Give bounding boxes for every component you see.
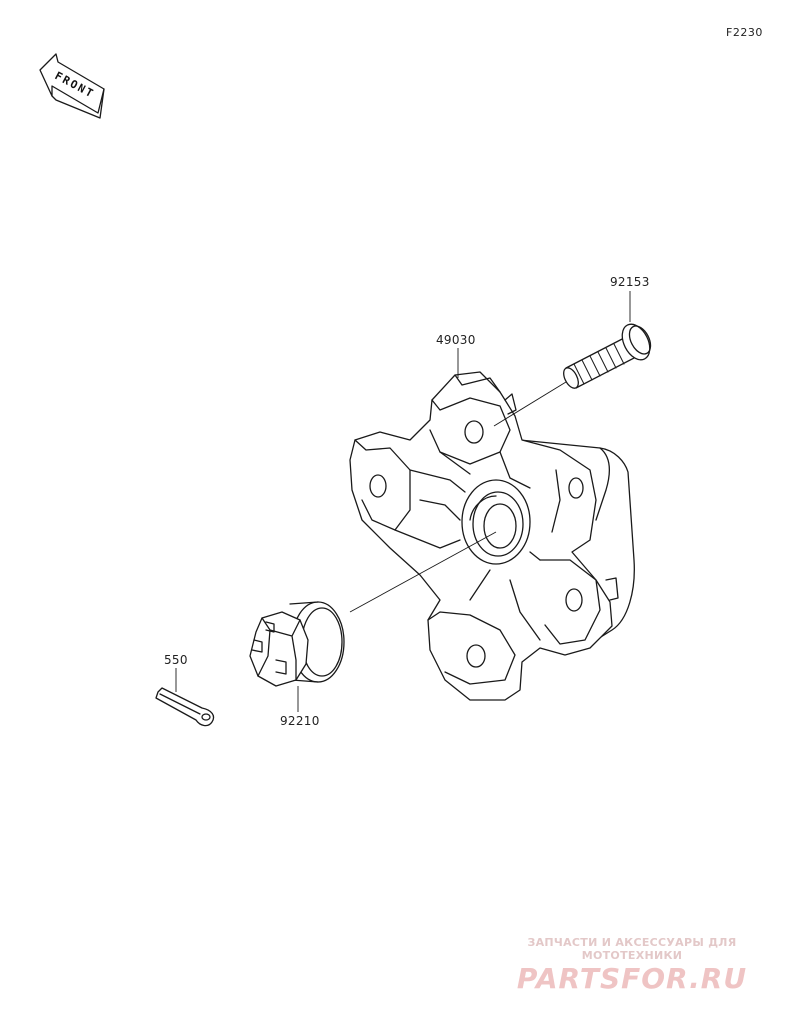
part-number-92210: 92210 — [280, 714, 320, 728]
wheel-hub-part — [349, 371, 635, 701]
castle-nut-part — [249, 601, 345, 687]
cotter-pin-part — [155, 687, 215, 727]
part-number-92153: 92153 — [610, 275, 650, 289]
assembly-line-nut — [349, 531, 497, 613]
watermark-logo: PARTSFOR.RU — [516, 962, 748, 995]
watermark-subtitle: ЗАПЧАСТИ И АКСЕССУАРЫ ДЛЯ МОТОТЕХНИКИ — [527, 936, 737, 962]
figure-code: F2230 — [726, 26, 763, 39]
watermark: ЗАПЧАСТИ И АКСЕССУАРЫ ДЛЯ МОТОТЕХНИКИ PA… — [482, 936, 782, 996]
hub-bolt-part — [563, 323, 652, 389]
part-number-550: 550 — [164, 653, 188, 667]
assembly-line-bolt — [493, 381, 567, 427]
front-arrow-icon: FRONT — [39, 53, 105, 119]
part-number-49030: 49030 — [436, 333, 476, 347]
